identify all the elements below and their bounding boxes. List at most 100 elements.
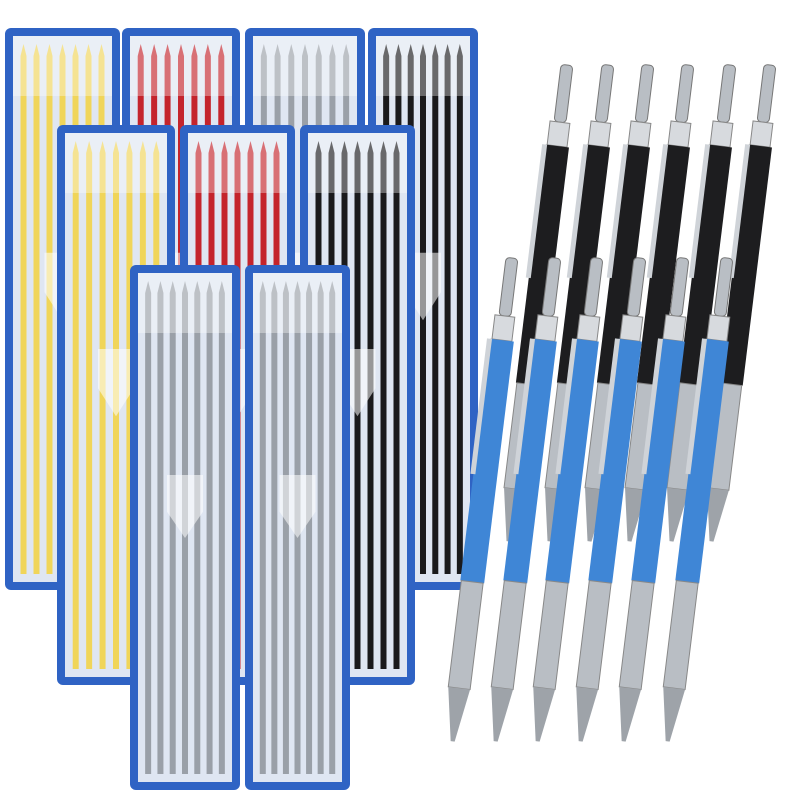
lead-tip [328,141,335,153]
lead-stick [329,293,336,774]
pencil-grip [447,579,484,691]
mechanical-pencil [575,257,646,742]
pencil-barrel [631,338,685,584]
pencil-barrel [556,144,610,386]
mechanical-pencil [447,257,518,742]
lead-tip [86,141,93,153]
lead-tip [288,44,295,56]
lead-tip [274,44,281,56]
lead-tip [151,44,158,56]
lead-tip [33,44,40,56]
lead-tip [208,141,215,153]
pencil-tip [448,686,471,742]
lead-tip [113,141,119,153]
pencil-clip [598,338,620,475]
lead-tip [157,281,164,293]
case-lid [253,273,342,333]
lead-tip [341,141,348,153]
mechanical-pencil [662,257,733,742]
lead-tip [126,141,133,153]
lead-tip [302,44,308,56]
lead-stick [33,56,40,574]
lead-tip [98,44,105,56]
pencil-cap [674,64,694,123]
pencil-grade-window [749,120,774,148]
lead-tip [20,44,27,56]
lead-tip [317,281,324,293]
lead-tip [407,44,414,56]
lead-tip [182,281,188,293]
pencil-grade-window [619,314,644,342]
lead-tip [260,141,267,153]
lead-tip [343,44,350,56]
lead-tip [194,281,201,293]
pencil-tip [533,686,556,742]
lead-stick [271,293,278,774]
lead-stick [432,56,439,574]
lead-tip [380,141,387,153]
lead-tip [72,141,79,153]
lead-stick [20,56,27,574]
pencil-clip [728,144,751,279]
pencil-grade-window [576,314,601,342]
lead-tip [354,141,361,153]
lead-tip [329,44,336,56]
pencil-barrel [503,338,557,584]
pencil-barrel [515,144,569,386]
case-lid [65,133,167,193]
pencil-grade-window [587,120,612,148]
lead-stick [99,153,106,669]
pencil-grip [532,579,569,691]
pencil-barrel [718,144,772,386]
lead-tip [395,44,402,56]
lead-tip [306,281,313,293]
lead-tip [169,281,176,293]
pencil-tip [576,686,599,742]
pencil-cap [756,64,776,123]
pencil-cap [634,64,654,123]
lead-stick [444,56,451,574]
pencil-barrel [545,338,599,584]
lead-stick [194,293,201,774]
lead-tip [137,44,144,56]
pencil-cap [553,64,573,123]
case-lid [188,133,287,193]
pencil-cap [716,64,736,123]
lead-tip [164,44,171,56]
lead-tip [260,44,267,56]
lead-tip [393,141,400,153]
lead-stick [306,293,313,774]
pencil-clip [688,144,711,279]
lead-stick [72,153,79,669]
pencil-clip [566,144,589,279]
pencil-cap [594,64,614,123]
pencil-clip [606,144,629,279]
lead-stick [282,293,289,774]
pencil-clip [646,144,669,279]
lead-stick [46,56,53,574]
pencil-grade-window [706,314,731,342]
lead-tip [178,44,184,56]
lead-tip [218,281,225,293]
case-lid [308,133,407,193]
lead-tip [315,141,322,153]
lead-tip [59,44,66,56]
pencil-tip [707,487,729,542]
pencil-clip [685,338,707,475]
lead-tip [315,44,322,56]
lead-tip [85,44,92,56]
pencil-clip [513,338,535,475]
case-clip [279,475,316,538]
pencil-clip [470,338,492,475]
mechanical-pencil [706,64,776,542]
pencil-grip [662,579,699,691]
lead-stick [126,153,133,669]
lead-tip [456,44,463,56]
pencil-grade-window [667,120,692,148]
lead-stick [393,153,400,669]
pencil-tip [667,487,689,542]
pencil-barrel [675,338,729,584]
lead-tip [139,141,146,153]
case-clip [98,349,134,417]
